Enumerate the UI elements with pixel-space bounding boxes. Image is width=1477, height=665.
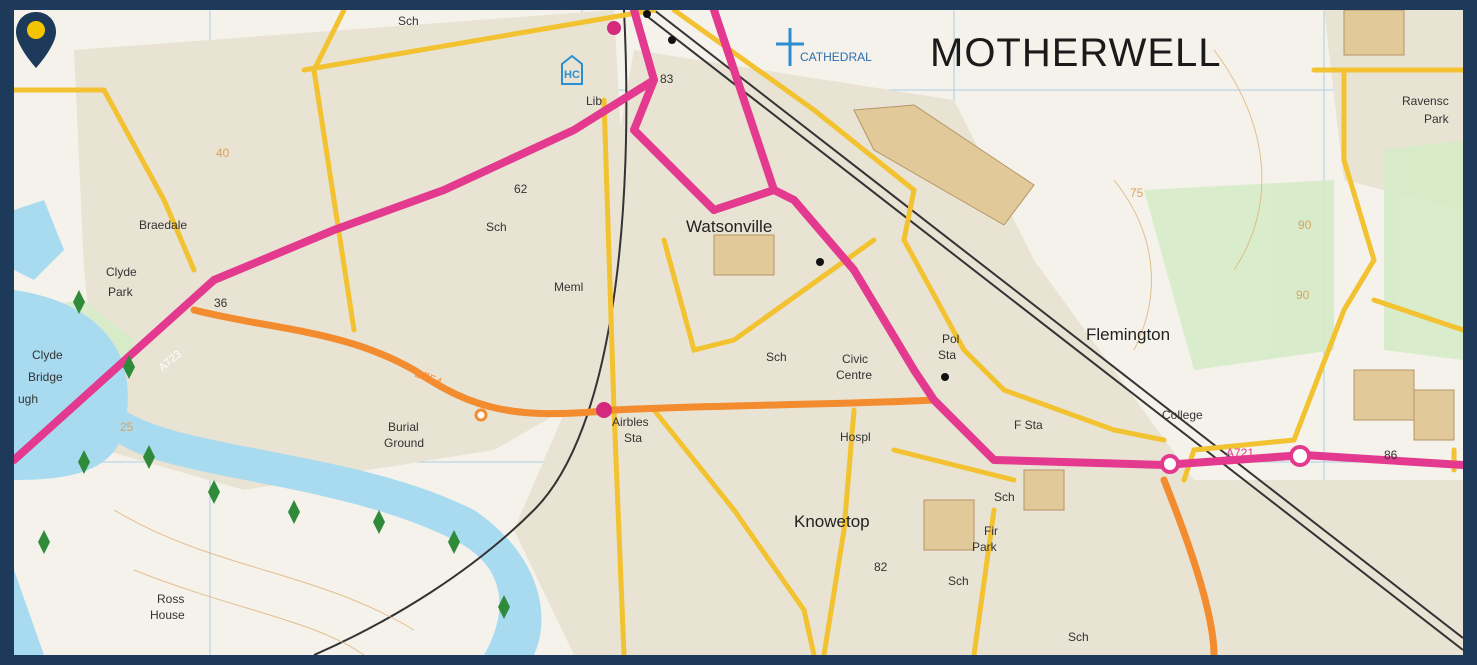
feature-civic-2: Centre: [836, 368, 873, 382]
contour-90a: 90: [1298, 218, 1312, 232]
feature-sch-braedale: Sch: [486, 220, 507, 234]
feature-sch-top: Sch: [398, 14, 419, 28]
place-watsonville: Watsonville: [686, 217, 773, 236]
place-fir-park-2: Park: [972, 540, 997, 554]
railway: [313, 10, 1463, 655]
minor-roads: [14, 10, 1463, 655]
feature-lib: Lib: [586, 94, 603, 108]
cross-icon: [776, 28, 804, 66]
b-road-b754: [190, 306, 1218, 655]
feature-sch-fir: Sch: [994, 490, 1015, 504]
map-viewport[interactable]: MOTHERWELL Watsonville Flemington Knowet…: [14, 10, 1463, 655]
contour-75: 75: [1130, 186, 1144, 200]
place-clyde-park-1: Clyde: [106, 265, 137, 279]
place-knowetop: Knowetop: [794, 512, 870, 531]
spot-height-82: 82: [874, 560, 888, 574]
map-pin-icon[interactable]: [14, 10, 58, 70]
feature-sch-knowetop: Sch: [948, 574, 969, 588]
road-label-a721: A721: [1226, 446, 1255, 460]
place-clyde-park-2: Park: [108, 285, 133, 299]
feature-hc: HC: [564, 69, 580, 81]
place-flemington: Flemington: [1086, 325, 1171, 344]
station-north-marker: [607, 21, 621, 35]
industrial-buildings: [713, 10, 1455, 551]
contour-25: 25: [120, 420, 134, 434]
place-clyde-bridge-1: Clyde: [32, 348, 63, 362]
feature-cathedral: CATHEDRAL: [800, 50, 872, 64]
town-label: MOTHERWELL: [930, 31, 1222, 75]
feature-pol-2: Sta: [938, 348, 957, 362]
feature-hospl: Hospl: [840, 430, 871, 444]
place-ross-house-2: House: [150, 608, 185, 622]
place-ross-house-1: Ross: [157, 592, 185, 606]
a-roads: [14, 10, 1463, 469]
feature-sch-bottom: Sch: [1068, 630, 1089, 644]
spot-height-86: 86: [1384, 448, 1398, 462]
feature-pol-1: Pol: [942, 332, 960, 346]
place-ravensc-2: Park: [1424, 112, 1449, 126]
path-markers: [38, 290, 510, 619]
feature-sch-mid: Sch: [766, 350, 787, 364]
spot-height-83: 83: [660, 72, 674, 86]
feature-dots: [643, 10, 949, 381]
feature-airbles-1: Airbles: [612, 415, 649, 429]
spot-height-62: 62: [514, 182, 528, 196]
station-airbles-marker: [596, 402, 612, 418]
feature-f-sta: F Sta: [1014, 418, 1043, 432]
heritage-centre-icon: [561, 54, 583, 85]
spot-height-36: 36: [214, 296, 228, 310]
feature-burial-1: Burial: [388, 420, 419, 434]
roundabouts: [1160, 445, 1311, 474]
feature-civic-1: Civic: [842, 352, 868, 366]
feature-meml: Meml: [554, 280, 584, 294]
contour-90b: 90: [1296, 288, 1310, 302]
place-clyde-bridge-2: Bridge: [28, 370, 63, 384]
contour-lines: [113, 49, 1263, 655]
place-ugh: ugh: [18, 392, 39, 406]
map-base: [14, 10, 1463, 655]
place-fir-park-1: Fir: [984, 524, 998, 538]
roundabout-b754: [474, 408, 488, 422]
place-ravensc-1: Ravensc: [1402, 94, 1449, 108]
place-braedale: Braedale: [139, 218, 188, 232]
feature-airbles-2: Sta: [624, 431, 643, 445]
feature-college: College: [1162, 408, 1203, 422]
feature-burial-2: Ground: [384, 436, 425, 450]
contour-40: 40: [216, 146, 230, 160]
